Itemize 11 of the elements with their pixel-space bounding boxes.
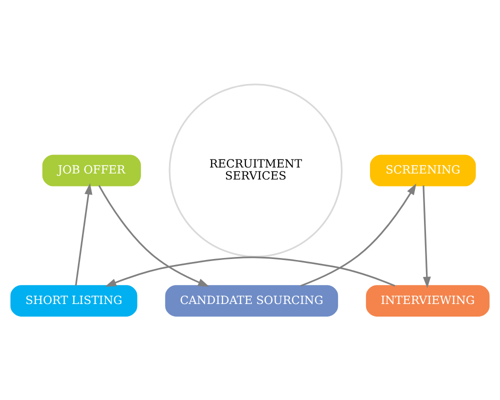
node-box: SHORT LISTING — [10, 285, 138, 317]
node-box: CANDIDATE SOURCING — [165, 285, 338, 317]
node-box: SCREENING — [370, 154, 476, 186]
arrow — [104, 256, 396, 287]
node-box: JOB OFFER — [42, 154, 141, 186]
arrow — [98, 185, 210, 287]
arrow — [422, 186, 431, 288]
arrow — [300, 184, 416, 287]
arrow — [75, 183, 92, 286]
node-circle: RECRUITMENT SERVICES — [168, 84, 343, 258]
node-box: INTERVIEWING — [366, 285, 490, 317]
